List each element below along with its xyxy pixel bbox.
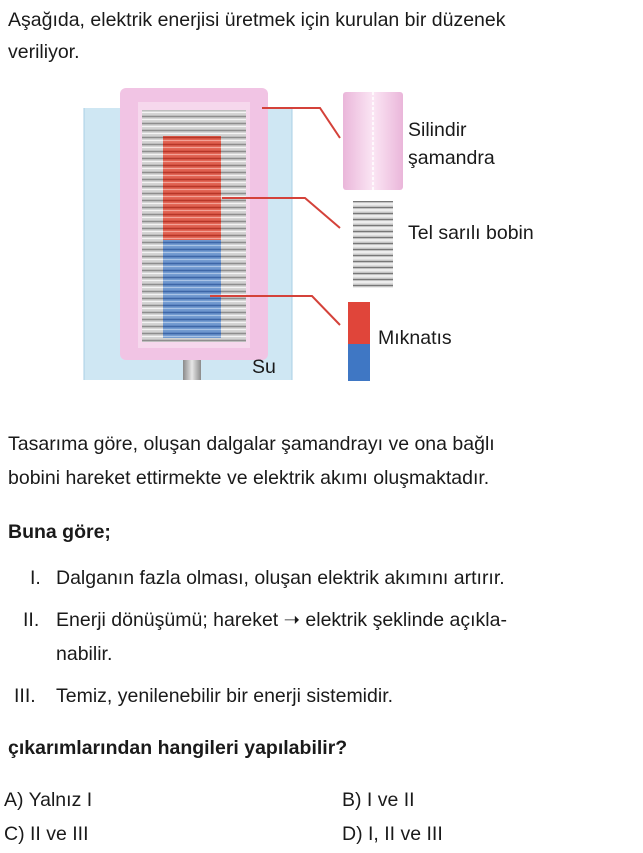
coil-leader-line [222,197,341,229]
statement-text: Dalganın fazla olması, oluşan elektrik a… [56,567,505,589]
question-prompt: çıkarımlarından hangileri yapılabilir? [8,737,348,759]
description-line-2: bobini hareket ettirmekte ve elektrik ak… [8,467,490,489]
label-coil: Tel sarılı bobin [408,222,534,244]
label-float-line2: şamandra [408,147,495,169]
statement-number: III. [14,685,36,707]
float-component [343,92,403,190]
option-a[interactable]: A) Yalnız I [4,789,93,811]
magnet-north-inside [163,136,221,240]
label-water: Su [252,356,276,378]
label-float: Silindir [408,119,467,141]
generator-diagram: Silindir şamandra Tel sarılı bobin Mıkna… [83,88,534,381]
magnet-component-south [348,344,370,381]
magnet-leader-line [210,295,341,326]
intro-line-1: Aşağıda, elektrik enerjisi üretmek için … [8,9,506,31]
statement-text: Enerji dönüşümü; hareket ➝ elektrik şekl… [56,609,507,631]
option-c[interactable]: C) II ve III [4,823,89,845]
option-b[interactable]: B) I ve II [342,789,415,811]
statement-number: I. [30,567,41,589]
float-leader-line [262,107,341,139]
statement-text: Temiz, yenilenebilir bir enerji sistemid… [56,685,394,707]
coil-component [353,201,393,288]
description-line-1: Tasarıma göre, oluşan dalgalar şamandray… [8,433,495,455]
intro-line-2: veriliyor. [8,41,80,63]
magnet-south-inside [163,240,221,338]
magnet-component-north [348,302,370,344]
label-magnet: Mıknatıs [378,327,452,349]
statement-number: II. [23,609,40,631]
question-lead: Buna göre; [8,521,111,543]
statement-text-continued: nabilir. [56,643,113,665]
option-d[interactable]: D) I, II ve III [342,823,443,845]
